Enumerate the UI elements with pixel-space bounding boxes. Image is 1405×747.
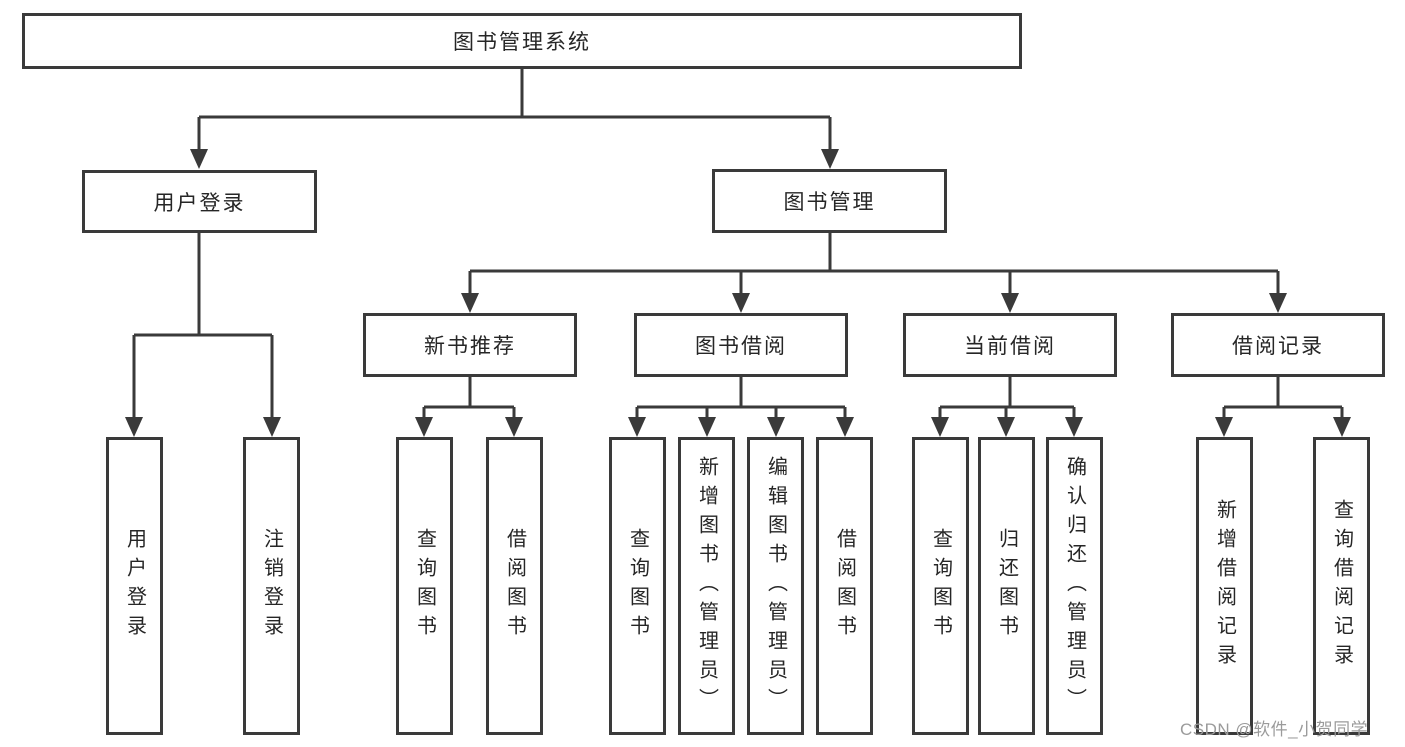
node-label: 借阅图书 (503, 528, 526, 644)
node-label: 当前借阅 (964, 335, 1056, 358)
node-current-borrow: 当前借阅 (903, 313, 1117, 377)
node-book-borrow: 图书借阅 (634, 313, 848, 377)
node-label: 查询借阅记录 (1330, 499, 1353, 673)
node-root-library-management-system: 图书管理系统 (22, 13, 1022, 69)
leaf-add-borrow-record: 新增借阅记录 (1196, 437, 1253, 735)
node-label: 确认归还（管理员） (1063, 455, 1086, 717)
node-label: 图书管理系统 (453, 31, 591, 54)
leaf-query-books: 查询图书 (609, 437, 666, 735)
leaf-user-login: 用户登录 (106, 437, 163, 735)
node-label: 新增借阅记录 (1213, 499, 1236, 673)
node-label: 用户登录 (123, 528, 146, 644)
node-label: 图书管理 (783, 191, 876, 214)
node-label: 新书推荐 (424, 335, 516, 358)
node-label: 查询图书 (626, 528, 649, 644)
leaf-confirm-return-admin: 确认归还（管理员） (1046, 437, 1103, 735)
node-book-management: 图书管理 (712, 169, 947, 233)
node-label: 编辑图书（管理员） (764, 455, 787, 717)
node-label: 归还图书 (995, 528, 1018, 644)
node-borrow-records: 借阅记录 (1171, 313, 1385, 377)
node-label: 查询图书 (413, 528, 436, 644)
leaf-query-books: 查询图书 (912, 437, 969, 735)
leaf-add-books-admin: 新增图书（管理员） (678, 437, 735, 735)
csdn-watermark: CSDN @软件_小贺同学 (1180, 720, 1369, 739)
node-label: 借阅图书 (833, 528, 856, 644)
node-label: 注销登录 (260, 528, 283, 644)
node-user-login: 用户登录 (82, 170, 317, 233)
leaf-return-books: 归还图书 (978, 437, 1035, 735)
node-label: 借阅记录 (1232, 335, 1324, 358)
leaf-borrow-books: 借阅图书 (486, 437, 543, 735)
leaf-query-borrow-record: 查询借阅记录 (1313, 437, 1370, 735)
leaf-logout: 注销登录 (243, 437, 300, 735)
leaf-query-books: 查询图书 (396, 437, 453, 735)
node-label: 查询图书 (929, 528, 952, 644)
node-label: 新增图书（管理员） (695, 455, 718, 717)
node-label: 用户登录 (153, 191, 246, 215)
node-new-book-recommend: 新书推荐 (363, 313, 577, 377)
leaf-borrow-books: 借阅图书 (816, 437, 873, 735)
node-label: 图书借阅 (695, 335, 787, 358)
arrowheads (125, 149, 1351, 437)
leaf-edit-books-admin: 编辑图书（管理员） (747, 437, 804, 735)
